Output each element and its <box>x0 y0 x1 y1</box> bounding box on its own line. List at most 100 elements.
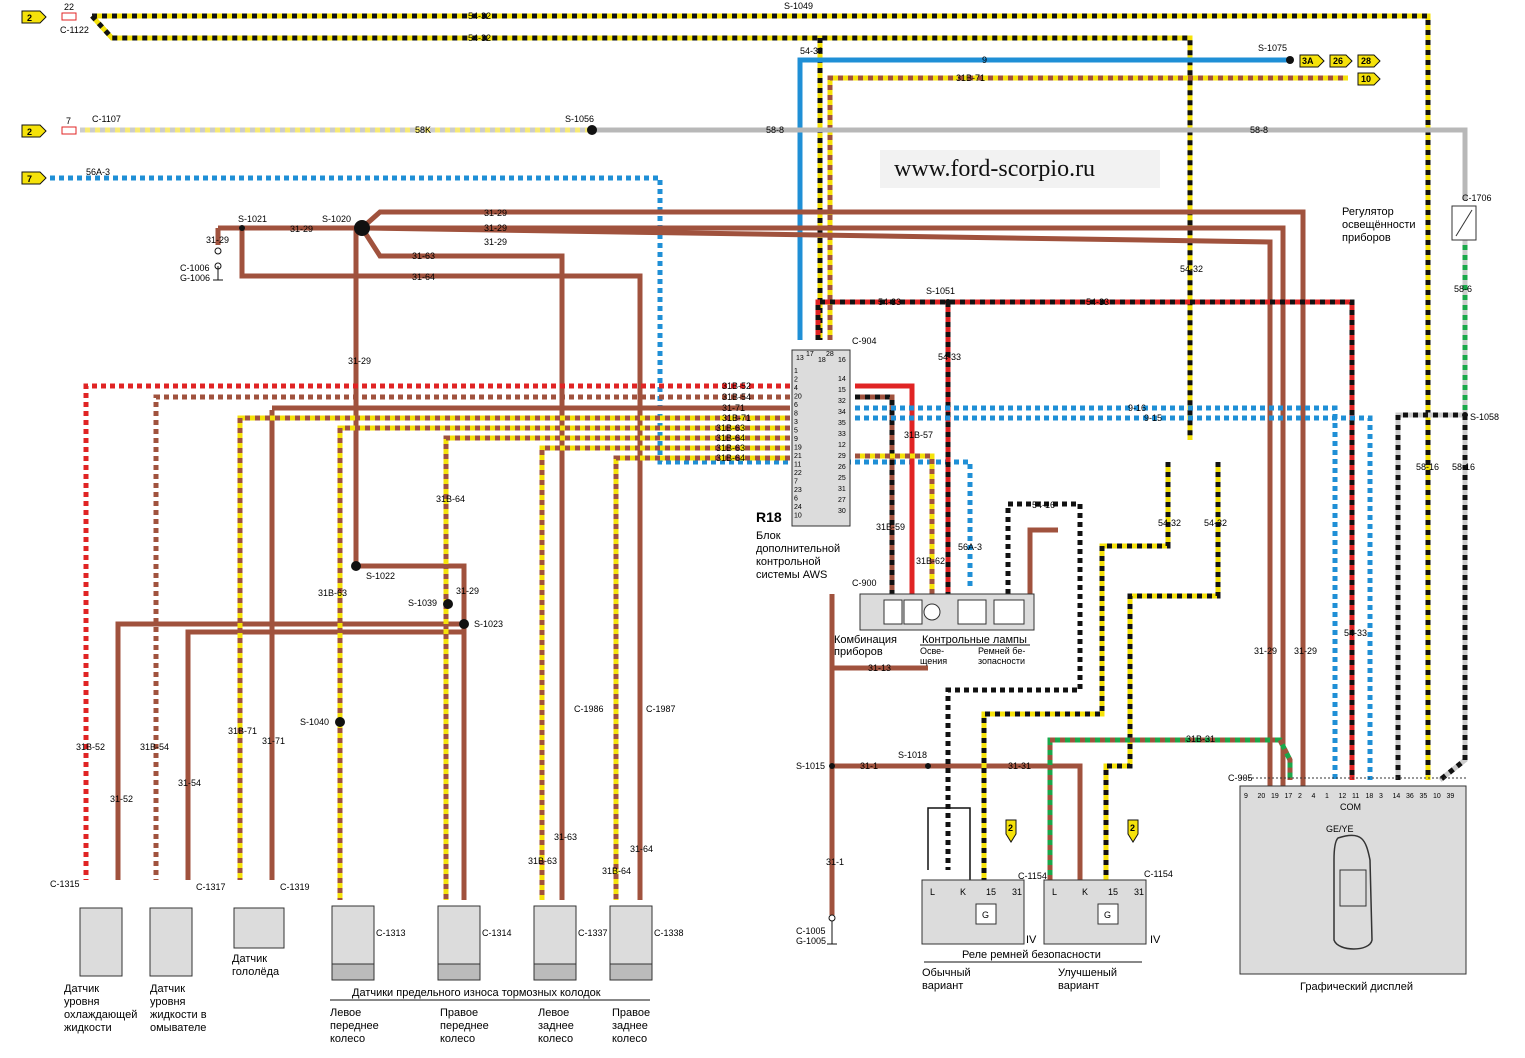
svg-text:омывателе: омывателе <box>150 1022 206 1034</box>
wire-9-15 <box>855 415 1373 780</box>
svg-text:56A-3: 56A-3 <box>86 167 110 177</box>
site-watermark: www.ford-scorpio.ru <box>880 150 1160 188</box>
wire-31b-71 <box>237 415 790 880</box>
svg-text:31-54: 31-54 <box>178 778 201 788</box>
module-right-pin: 29 <box>838 453 846 460</box>
module-right-pin: 25 <box>838 475 846 482</box>
instrument-cluster: C-900 Комбинация приборов Контрольные ла… <box>834 578 1035 666</box>
svg-text:L: L <box>1052 887 1057 897</box>
svg-text:S-1018: S-1018 <box>898 750 927 760</box>
svg-text:31B-63: 31B-63 <box>716 423 745 433</box>
svg-text:26: 26 <box>1333 56 1343 66</box>
module-left-pin: 6 <box>794 496 798 503</box>
svg-text:31B-54: 31B-54 <box>140 742 169 752</box>
svg-text:C-1987: C-1987 <box>646 704 676 714</box>
svg-text:31B-57: 31B-57 <box>904 430 933 440</box>
svg-text:58-16: 58-16 <box>1416 462 1439 472</box>
svg-text:жидкости в: жидкости в <box>150 1009 207 1021</box>
svg-text:7: 7 <box>66 116 71 126</box>
svg-text:31-29: 31-29 <box>484 223 507 233</box>
svg-text:Правое: Правое <box>440 1007 478 1019</box>
svg-text:G: G <box>1104 910 1111 920</box>
svg-text:GE/YE: GE/YE <box>1326 824 1354 834</box>
svg-text:31B-71: 31B-71 <box>228 726 257 736</box>
svg-text:58-16: 58-16 <box>1452 462 1475 472</box>
display-pin: 35 <box>1420 793 1428 800</box>
module-left-pin: 9 <box>794 436 798 443</box>
svg-text:22: 22 <box>64 2 74 12</box>
svg-text:31-29: 31-29 <box>484 237 507 247</box>
svg-text:K: K <box>960 887 966 897</box>
svg-text:9: 9 <box>982 55 987 65</box>
wire-9-16 <box>855 405 1338 780</box>
svg-text:31B-64: 31B-64 <box>716 453 745 463</box>
svg-text:54-16: 54-16 <box>1032 500 1055 510</box>
module-right-pin: 32 <box>838 398 846 405</box>
module-left-pin: 5 <box>794 428 798 435</box>
wire-31b-54 <box>153 394 790 880</box>
svg-text:31-71: 31-71 <box>722 403 745 413</box>
svg-text:31-31: 31-31 <box>1008 761 1031 771</box>
display-pin: 20 <box>1258 793 1266 800</box>
svg-text:S-1040: S-1040 <box>300 717 329 727</box>
svg-text:щения: щения <box>920 656 947 666</box>
svg-text:18: 18 <box>818 357 826 364</box>
module-right-pin: 14 <box>838 376 846 383</box>
display-pin: 2 <box>1298 793 1302 800</box>
svg-text:S-1022: S-1022 <box>366 571 395 581</box>
module-right-pin: 15 <box>838 387 846 394</box>
display-pin: 4 <box>1312 793 1316 800</box>
svg-text:заднее: заднее <box>538 1020 574 1032</box>
svg-text:58-8: 58-8 <box>1250 125 1268 135</box>
svg-text:2: 2 <box>1130 823 1135 833</box>
svg-text:3A: 3A <box>1302 56 1314 66</box>
svg-text:C-1314: C-1314 <box>482 928 512 938</box>
svg-text:колесо: колесо <box>538 1033 573 1045</box>
svg-text:31-1: 31-1 <box>826 857 844 867</box>
svg-text:58K: 58K <box>415 125 431 135</box>
svg-text:Датчики предельного износа тор: Датчики предельного износа тормозных кол… <box>352 987 601 999</box>
svg-text:Графический дисплей: Графический дисплей <box>1300 981 1413 993</box>
svg-text:жидкости: жидкости <box>64 1022 112 1034</box>
svg-text:IV: IV <box>1150 934 1161 946</box>
svg-text:колесо: колесо <box>440 1033 475 1045</box>
module-left-pin: 8 <box>794 411 798 418</box>
seatbelt-relays: L K 15 31 L K 15 31 G G C-1154 C-1154 IV… <box>921 819 1173 992</box>
module-left-pin: 2 <box>794 377 798 384</box>
svg-text:7: 7 <box>27 174 32 184</box>
svg-text:C-1337: C-1337 <box>578 928 608 938</box>
svg-text:L: L <box>930 887 935 897</box>
svg-text:C-1706: C-1706 <box>1462 193 1492 203</box>
brake-sensors: C-1313 C-1314 C-1337 C-1338 Датчики пред… <box>330 905 684 1045</box>
svg-text:C-1154: C-1154 <box>1018 871 1047 881</box>
svg-text:IV: IV <box>1026 934 1037 946</box>
module-right-pin: 31 <box>838 486 846 493</box>
svg-text:31B-71: 31B-71 <box>722 413 751 423</box>
svg-text:Левое: Левое <box>538 1007 569 1019</box>
svg-text:C-904: C-904 <box>852 336 877 346</box>
svg-text:28: 28 <box>826 351 834 358</box>
svg-text:S-1075: S-1075 <box>1258 43 1287 53</box>
svg-text:16: 16 <box>838 357 846 364</box>
svg-text:G-1005: G-1005 <box>796 936 826 946</box>
svg-text:вариант: вариант <box>1058 980 1099 992</box>
svg-text:Датчик: Датчик <box>150 983 185 995</box>
wire-9 <box>797 57 1290 340</box>
svg-text:31-1: 31-1 <box>860 761 878 771</box>
svg-text:приборов: приборов <box>1342 232 1391 244</box>
svg-text:C-905: C-905 <box>1228 773 1253 783</box>
svg-text:COM: COM <box>1340 802 1361 812</box>
svg-text:31B-52: 31B-52 <box>76 742 105 752</box>
svg-text:Реле ремней безопасности: Реле ремней безопасности <box>962 949 1101 961</box>
svg-text:C-1107: C-1107 <box>92 114 121 124</box>
svg-text:S-1058: S-1058 <box>1470 412 1499 422</box>
display-pin: 12 <box>1339 793 1347 800</box>
svg-text:31-52: 31-52 <box>110 794 133 804</box>
module-left-pin: 10 <box>794 513 802 520</box>
svg-text:31: 31 <box>1012 887 1022 897</box>
svg-text:31B-54: 31B-54 <box>722 392 751 402</box>
svg-text:www.ford-scorpio.ru: www.ford-scorpio.ru <box>894 156 1095 182</box>
module-right-pin: 27 <box>838 497 846 504</box>
svg-text:C-1122: C-1122 <box>60 25 89 35</box>
